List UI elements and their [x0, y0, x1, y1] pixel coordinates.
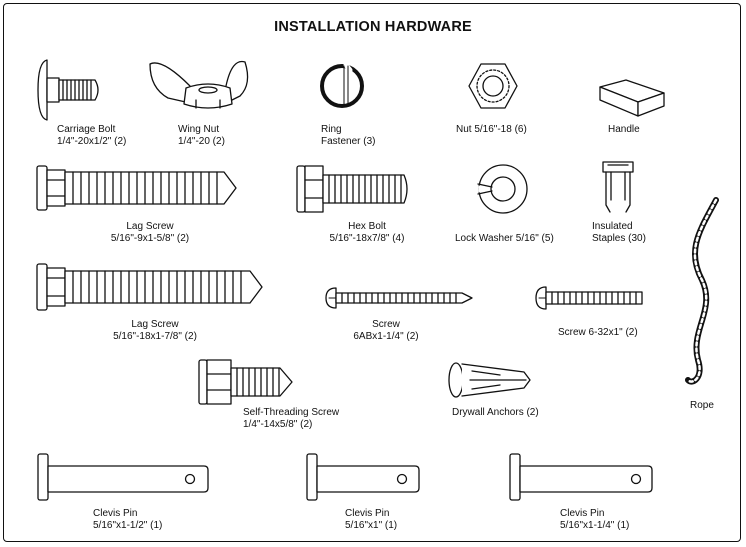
ring-fastener-spec: Fastener (3) [321, 136, 376, 147]
clevis-pin-short-spec: 5/16"x1" (1) [345, 520, 398, 531]
wing-nut-name: Wing Nut [178, 124, 220, 135]
handle-name: Handle [608, 124, 640, 135]
label-lag-screw-short: Lag Screw 5/16"-9x1-5/8" (2) [90, 221, 210, 245]
carriage-bolt-spec: 1/4"-20x1/2" (2) [57, 136, 127, 147]
lag-screw-short-name: Lag Screw [126, 221, 174, 232]
label-hex-bolt: Hex Bolt 5/16"-18x7/8" (4) [307, 221, 427, 245]
lag-screw-long-spec: 5/16"-18x1-7/8" (2) [113, 331, 197, 342]
hex-bolt-illustration [296, 165, 408, 213]
clevis-pin-long-illustration [37, 453, 209, 501]
carriage-bolt-illustration [37, 59, 99, 121]
clevis-pin-short-name: Clevis Pin [345, 508, 390, 519]
nut-illustration [468, 63, 518, 109]
hex-bolt-name: Hex Bolt [348, 221, 386, 232]
label-ring-fastener: Ring Fastener (3) [321, 124, 375, 148]
label-wing-nut: Wing Nut 1/4"-20 (2) [178, 124, 225, 148]
clevis-pin-long-name: Clevis Pin [93, 508, 138, 519]
lock-washer-name: Lock Washer 5/16" (5) [455, 233, 554, 244]
label-lock-washer: Lock Washer 5/16" (5) [455, 233, 554, 245]
label-screw-632: Screw 6-32x1" (2) [558, 327, 638, 339]
label-handle: Handle [608, 124, 640, 136]
screw-632-illustration [535, 286, 643, 310]
diagram-frame [3, 3, 741, 542]
self-threading-screw-spec: 1/4"-14x5/8" (2) [243, 419, 313, 430]
handle-illustration [599, 79, 665, 117]
ring-fastener-name: Ring [321, 124, 342, 135]
label-clevis-pin-long: Clevis Pin 5/16"x1-1/2" (1) [93, 508, 162, 532]
carriage-bolt-name: Carriage Bolt [57, 124, 116, 135]
insulated-staples-name: Insulated [592, 221, 633, 232]
label-lag-screw-long: Lag Screw 5/16"-18x1-7/8" (2) [90, 319, 220, 343]
drywall-anchors-illustration [448, 362, 531, 398]
label-rope: Rope [690, 400, 714, 412]
screw-6ab-illustration [325, 287, 473, 309]
lock-washer-illustration [477, 164, 528, 214]
insulated-staples-spec: Staples (30) [592, 233, 646, 244]
diagram-title: INSTALLATION HARDWARE [274, 19, 472, 35]
label-clevis-pin-short: Clevis Pin 5/16"x1" (1) [345, 508, 397, 532]
clevis-pin-medium-illustration [509, 453, 653, 501]
screw-6ab-spec: 6ABx1-1/4" (2) [353, 331, 419, 342]
nut-name: Nut 5/16"-18 (6) [456, 124, 527, 135]
screw-632-name: Screw 6-32x1" (2) [558, 327, 638, 338]
lag-screw-long-name: Lag Screw [131, 319, 179, 330]
self-threading-screw-name: Self-Threading Screw [243, 407, 340, 418]
clevis-pin-medium-spec: 5/16"x1-1/4" (1) [560, 520, 630, 531]
label-insulated-staples: Insulated Staples (30) [592, 221, 646, 245]
label-nut: Nut 5/16"-18 (6) [456, 124, 527, 136]
lag-screw-short-illustration [36, 165, 237, 211]
label-screw-6ab: Screw 6ABx1-1/4" (2) [336, 319, 436, 343]
label-clevis-pin-medium: Clevis Pin 5/16"x1-1/4" (1) [560, 508, 629, 532]
label-carriage-bolt: Carriage Bolt 1/4"-20x1/2" (2) [57, 124, 126, 148]
label-self-threading-screw: Self-Threading Screw 1/4"-14x5/8" (2) [243, 407, 339, 431]
lag-screw-short-spec: 5/16"-9x1-5/8" (2) [110, 233, 190, 244]
insulated-staples-illustration [602, 161, 634, 213]
clevis-pin-long-spec: 5/16"x1-1/2" (1) [93, 520, 163, 531]
label-drywall-anchors: Drywall Anchors (2) [452, 407, 539, 419]
hex-bolt-spec: 5/16"-18x7/8" (4) [329, 233, 405, 244]
rope-illustration [685, 197, 719, 385]
wing-nut-illustration [149, 60, 249, 109]
clevis-pin-short-illustration [306, 453, 420, 501]
screw-6ab-name: Screw [372, 319, 400, 330]
wing-nut-spec: 1/4"-20 (2) [178, 136, 225, 147]
clevis-pin-medium-name: Clevis Pin [560, 508, 605, 519]
lag-screw-long-illustration [36, 263, 263, 311]
self-threading-screw-illustration [198, 359, 293, 405]
ring-fastener-illustration [320, 62, 364, 108]
rope-name: Rope [690, 400, 714, 411]
drywall-anchors-name: Drywall Anchors (2) [452, 407, 539, 418]
